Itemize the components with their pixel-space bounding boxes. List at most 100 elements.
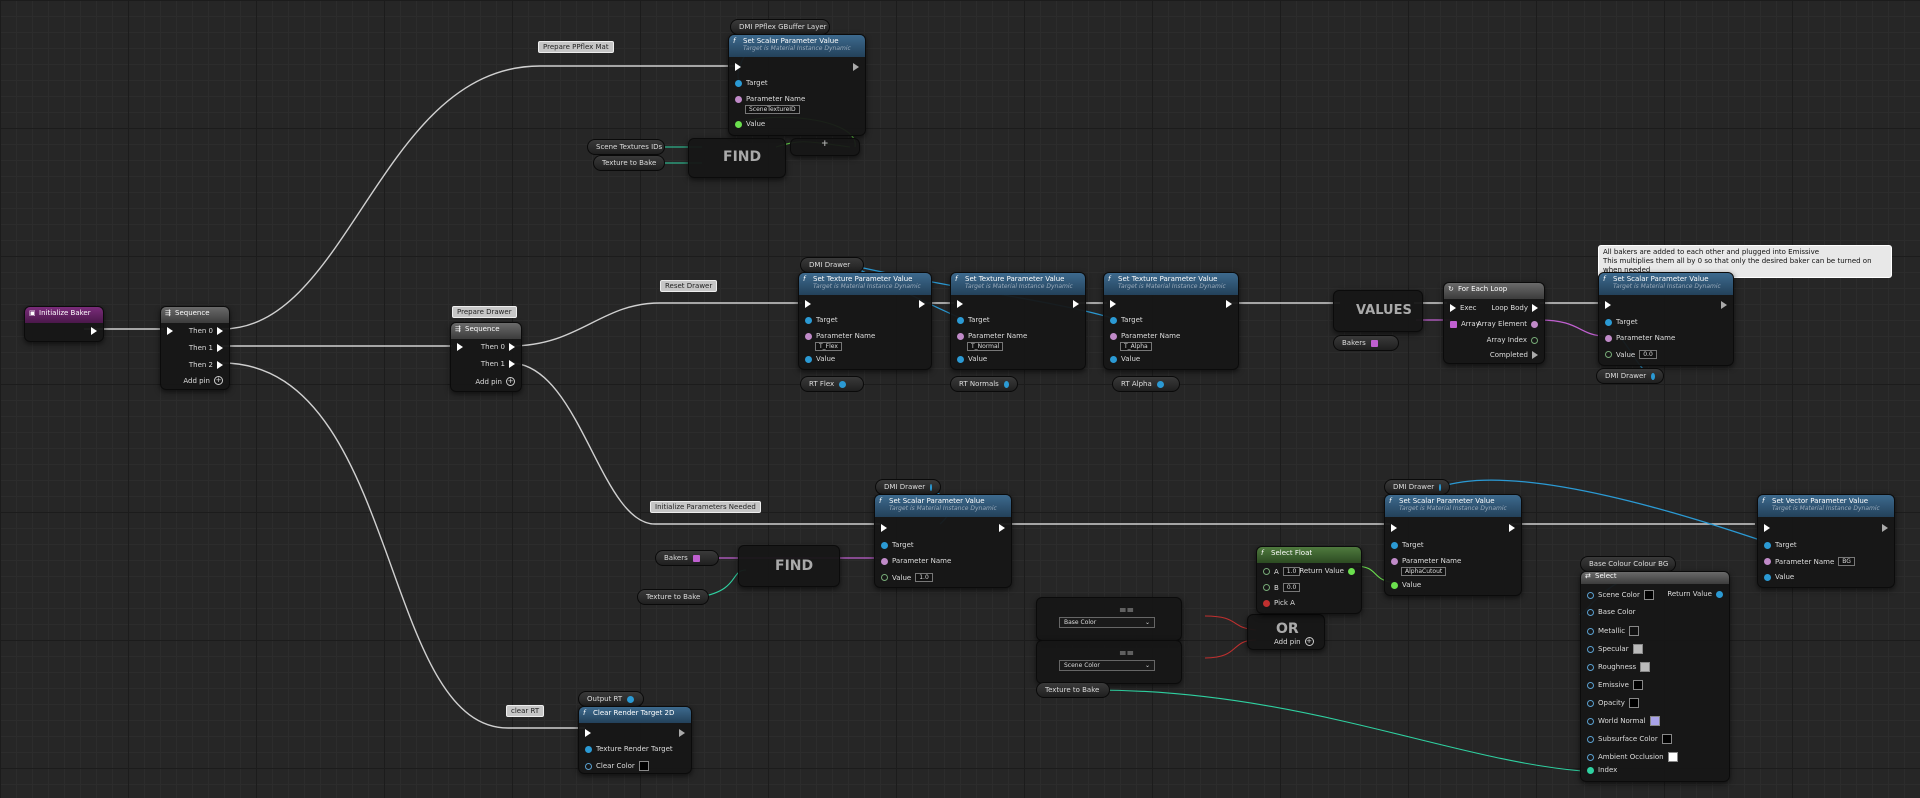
then-0-pin[interactable]: Then 0 [481, 343, 515, 351]
dmi-drawer-variable-2[interactable]: DMI Drawer [1596, 368, 1664, 384]
parameter-name-pin[interactable]: Parameter Name [957, 332, 1027, 340]
select-option-pin[interactable]: Emissive [1587, 680, 1643, 690]
exec-out-pin[interactable] [1226, 300, 1232, 308]
option-color-swatch[interactable] [1643, 590, 1654, 600]
exec-out-pin[interactable] [919, 300, 925, 308]
object-pin[interactable] [1003, 380, 1009, 388]
for-each-loop-node[interactable]: ↻For Each Loop Exec Loop Body Array Arra… [1443, 282, 1545, 364]
target-pin[interactable]: Target [1391, 541, 1424, 549]
pick-a-pin[interactable]: Pick A [1263, 599, 1295, 607]
object-pin[interactable] [1651, 372, 1655, 380]
parameter-name-field[interactable]: SceneTextureID [745, 105, 800, 114]
select-option-pin[interactable]: World Normal [1587, 716, 1660, 726]
parameter-name-field[interactable]: BG [1838, 557, 1855, 566]
exec-out-pin[interactable] [91, 327, 97, 335]
value-pin[interactable]: Value [1391, 581, 1421, 589]
parameter-name-pin[interactable]: Parameter Name [805, 332, 875, 340]
exec-in-pin[interactable] [735, 63, 741, 71]
dmi-ppflex-variable[interactable]: DMI PPflex GBuffer Layer [730, 19, 830, 35]
find-node-scene-textures[interactable]: FIND [688, 138, 786, 178]
texture-render-target-pin[interactable]: Texture Render Target [585, 745, 673, 753]
target-pin[interactable]: Target [957, 316, 990, 324]
select-option-pin[interactable]: Base Color [1587, 608, 1636, 616]
base-colour-bg-variable[interactable]: Base Colour Colour BG [1580, 556, 1676, 572]
index-pin[interactable]: Index [1587, 766, 1617, 774]
parameter-name-pin[interactable]: Parameter Name [1110, 332, 1180, 340]
enum-dropdown-base-color[interactable]: Base Color⌄ [1059, 617, 1155, 628]
then-1-pin[interactable]: Then 1 [189, 344, 223, 352]
select-option-pin[interactable]: Ambient Occlusion [1587, 752, 1678, 762]
select-option-pin[interactable]: Scene Color [1587, 590, 1654, 600]
select-option-pin[interactable]: Specular [1587, 644, 1643, 654]
option-color-swatch[interactable] [1640, 662, 1651, 672]
object-pin[interactable] [1439, 483, 1441, 491]
reroute-label-prepare-drawer[interactable]: Prepare Drawer [452, 306, 517, 318]
select-option-pin[interactable]: Opacity [1587, 698, 1639, 708]
target-pin[interactable]: Target [1110, 316, 1143, 324]
parameter-name-pin[interactable]: Parameter Name [1605, 334, 1675, 342]
parameter-name-field[interactable]: AlphaCutout [1401, 567, 1447, 576]
completed-pin[interactable]: Completed [1490, 351, 1538, 359]
exec-in-pin[interactable] [167, 327, 173, 335]
option-color-swatch[interactable] [1628, 698, 1639, 708]
target-pin[interactable]: Target [735, 79, 768, 87]
dmi-drawer-variable-3[interactable]: DMI Drawer [875, 479, 941, 495]
rt-alpha-variable[interactable]: RT Alpha [1112, 376, 1180, 392]
exec-in-pin[interactable] [585, 729, 591, 737]
texture-to-bake-variable-2[interactable]: Texture to Bake [637, 589, 709, 605]
dmi-drawer-variable-4[interactable]: DMI Drawer [1384, 479, 1450, 495]
array-element-pin[interactable]: Array Element [1477, 320, 1538, 328]
reroute-label-clear-rt[interactable]: clear RT [506, 705, 545, 717]
exec-in-pin[interactable] [957, 300, 963, 308]
bakers-variable-2[interactable]: Bakers [655, 550, 719, 566]
then-1-pin[interactable]: Then 1 [481, 360, 515, 368]
reroute-label-prepare-ppflex[interactable]: Prepare PPflex Mat [538, 41, 614, 53]
value-pin[interactable]: Value [805, 355, 835, 363]
return-value-pin[interactable]: Return Value [1299, 567, 1355, 575]
exec-in-pin[interactable] [805, 300, 811, 308]
target-pin[interactable]: Target [1764, 541, 1797, 549]
clear-color-swatch[interactable] [638, 761, 649, 771]
value-pin[interactable]: Value [1110, 355, 1140, 363]
exec-in-pin[interactable] [1605, 301, 1611, 309]
option-color-swatch[interactable] [1632, 680, 1643, 690]
array-in-pin[interactable]: Array [1450, 320, 1480, 328]
values-node[interactable]: VALUES [1333, 290, 1423, 332]
return-value-pin[interactable]: Return Value [1667, 590, 1723, 598]
add-pin-button[interactable]: Add pin+ [183, 376, 223, 385]
option-color-swatch[interactable] [1629, 626, 1640, 636]
equal-node-scene-color[interactable]: == Scene Color⌄ [1036, 640, 1182, 684]
sequence-node-drawer[interactable]: ⇶Sequence Then 0 Then 1 Add pin+ [450, 322, 522, 392]
loop-body-pin[interactable]: Loop Body [1491, 304, 1538, 312]
parameter-name-field[interactable]: T_Flex [815, 342, 842, 351]
add-pin-button[interactable]: Add pin+ [1274, 637, 1314, 646]
target-pin[interactable]: Target [805, 316, 838, 324]
exec-in-pin[interactable] [881, 524, 887, 532]
value-field[interactable]: 0.0 [1639, 350, 1657, 359]
exec-out-pin[interactable] [1073, 300, 1079, 308]
b-value-field[interactable]: 0.0 [1282, 583, 1301, 592]
output-rt-variable[interactable]: Output RT [578, 691, 644, 707]
a-value-field[interactable]: 1.0 [1282, 567, 1301, 576]
find-node-bakers[interactable]: FIND [738, 545, 840, 587]
exec-in-pin[interactable] [1391, 524, 1397, 532]
bakers-variable[interactable]: Bakers [1333, 335, 1399, 351]
parameter-name-pin[interactable]: Parameter Name [881, 557, 951, 565]
or-node[interactable]: OR Add pin+ [1247, 614, 1325, 650]
exec-out-pin[interactable] [1721, 301, 1727, 309]
rt-normals-variable[interactable]: RT Normals [950, 376, 1018, 392]
array-pin[interactable] [1370, 339, 1378, 347]
